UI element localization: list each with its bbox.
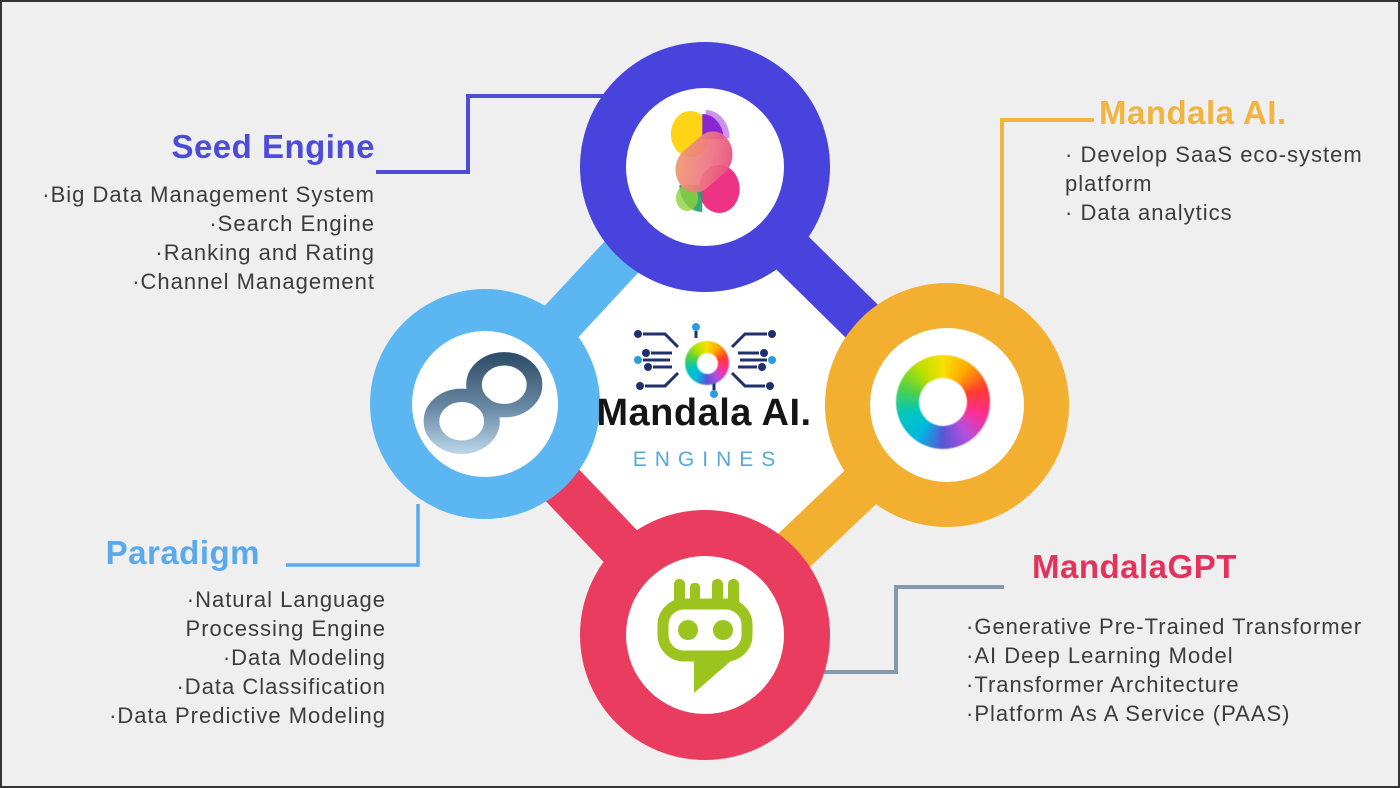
seed-connector-line	[376, 94, 604, 174]
seed-engine-block: Seed Engine ·Big Data Management System·…	[42, 126, 375, 296]
center-brand-subtitle: ENGINES	[632, 448, 784, 471]
mandala-gpt-list: ·Generative Pre-Trained Transformer ·AI D…	[966, 612, 1362, 728]
colorful-s-mark-icon	[670, 110, 740, 213]
gpt-connector-line	[824, 585, 1004, 674]
robot-chat-bubble-icon	[657, 579, 753, 693]
mandala-gpt-block: MandalaGPT ·Generative Pre-Trained Trans…	[966, 546, 1362, 728]
mandala-ai-block: Mandala AI. · Develop SaaS eco-system pla…	[1065, 92, 1363, 227]
list-line: ·Platform As A Service (PAAS)	[966, 701, 1291, 726]
list-line: platform	[1065, 171, 1153, 196]
list-line: ·Generative Pre-Trained Transformer	[966, 614, 1363, 639]
list-line: ·Transformer Architecture	[966, 672, 1240, 697]
list-line: ·Channel Management	[132, 269, 375, 294]
list-line: ·Data Modeling	[222, 645, 386, 670]
list-line: ·Data Predictive Modeling	[109, 703, 386, 728]
list-line: ·Big Data Management System	[42, 182, 375, 207]
list-line: ·Ranking and Rating	[155, 240, 375, 265]
paradigm-heading: Paradigm	[105, 534, 260, 571]
list-line: ·Natural Language	[186, 587, 386, 612]
infinity-icon	[423, 352, 543, 454]
list-line: Processing Engine	[185, 616, 386, 641]
center-brand-title: Mandala AI.	[596, 392, 812, 434]
mandala-gpt-heading: MandalaGPT	[1032, 548, 1237, 585]
list-line: ·AI Deep Learning Model	[966, 643, 1234, 668]
list-line: ·Search Engine	[209, 211, 375, 236]
center-logo-ring-icon	[685, 341, 729, 385]
rainbow-swirl-ring-icon	[896, 355, 990, 449]
list-line: · Develop SaaS eco-system	[1065, 142, 1363, 167]
list-line: ·Data Classification	[176, 674, 386, 699]
mandala-ai-heading: Mandala AI.	[1099, 94, 1287, 131]
list-line: · Data analytics	[1065, 200, 1233, 225]
paradigm-connector-line	[286, 504, 420, 567]
center-logo-ring-hole	[696, 352, 718, 374]
mandala-connector-line	[1000, 118, 1094, 300]
seed-engine-heading: Seed Engine	[171, 128, 375, 165]
rainbow-ring-hole	[919, 378, 967, 426]
seed-engine-list: ·Big Data Management System ·Search Engin…	[42, 180, 375, 296]
mandala-ai-list: · Develop SaaS eco-system platform · Data …	[1065, 140, 1363, 227]
circuit-chip-traces-icon	[634, 323, 776, 398]
